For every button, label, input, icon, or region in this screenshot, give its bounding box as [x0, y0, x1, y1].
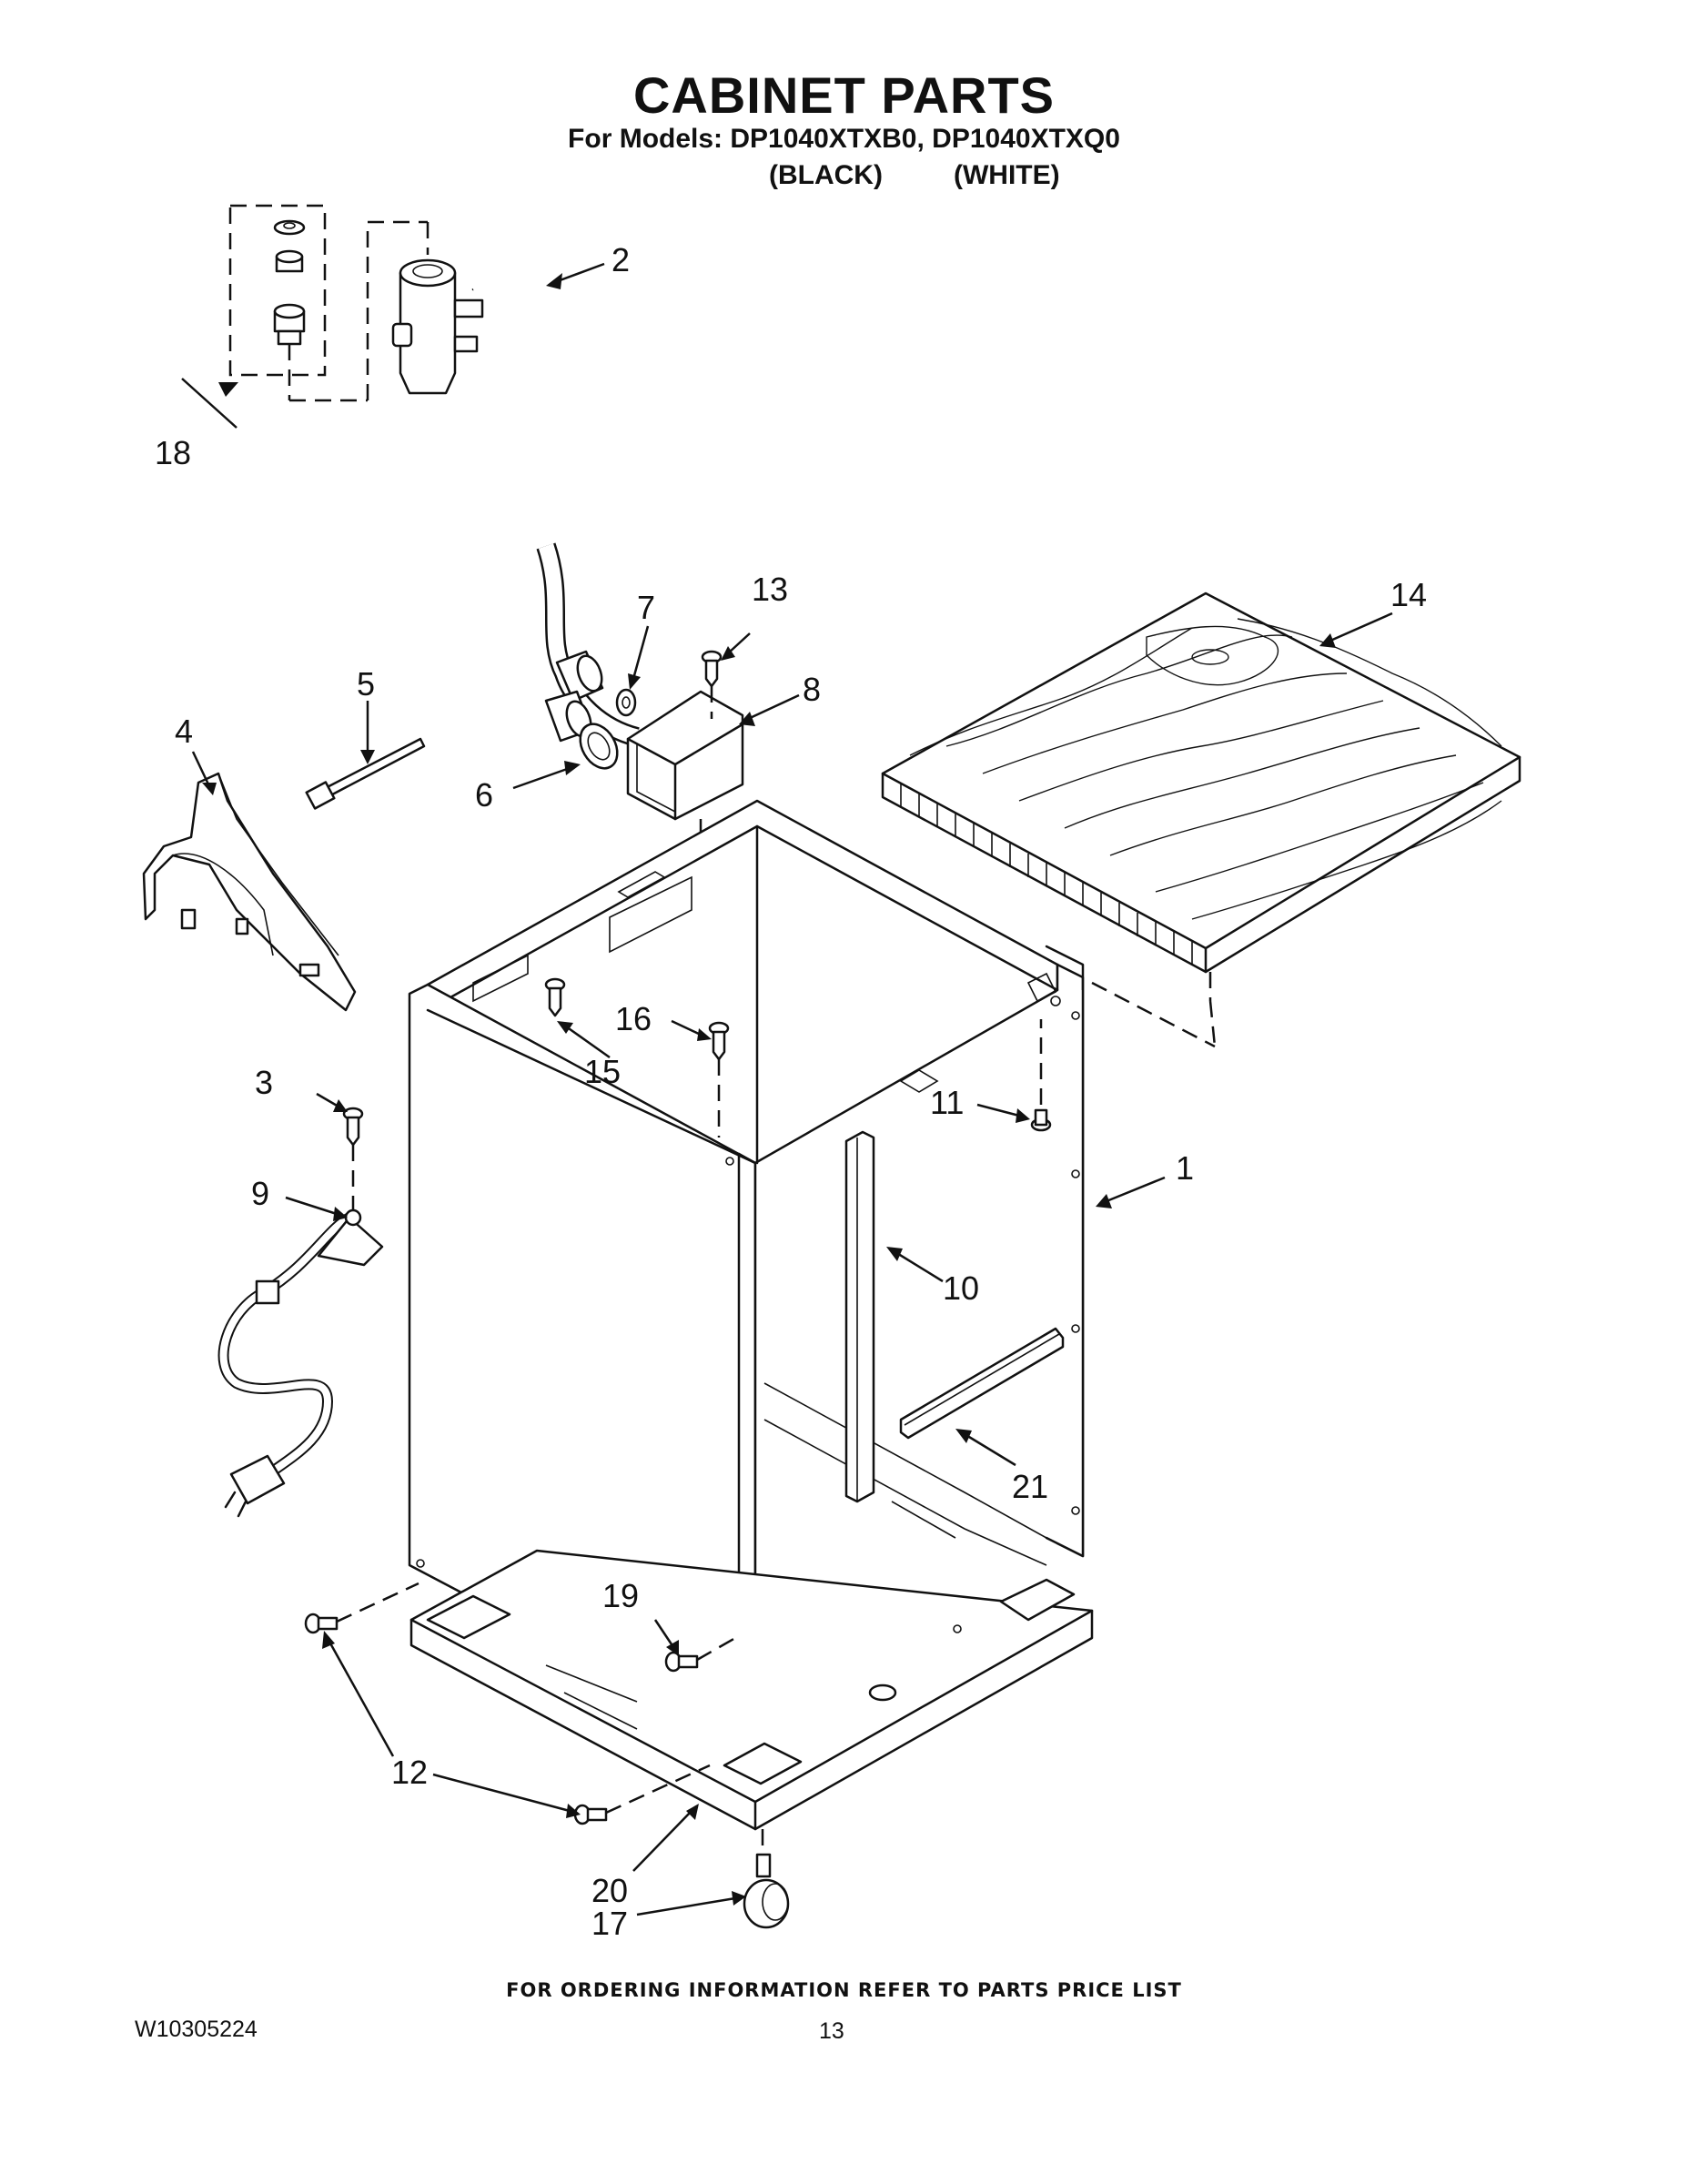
- cable-tie-part-5: [305, 737, 426, 810]
- grommet-kit-part-18: [228, 204, 430, 402]
- cabinet-part-1: [408, 799, 1085, 1749]
- power-cord-part-9: [217, 1208, 384, 1518]
- screw-part-12-upper: [304, 1582, 419, 1634]
- ordering-note: FOR ORDERING INFORMATION REFER TO PARTS …: [506, 1979, 1182, 2001]
- bracket-part-4: [142, 772, 357, 1012]
- callout-numbers: 1 2 3 4 5 6 7 8 9 10 11 12 13 14 15 16 1…: [155, 241, 1427, 1942]
- wood-top-part-14: [881, 592, 1521, 1048]
- callout-4: 4: [175, 713, 193, 750]
- callout-2: 2: [612, 241, 630, 278]
- callout-9: 9: [251, 1175, 269, 1212]
- callout-7: 7: [637, 589, 655, 626]
- screw-part-15: [544, 977, 566, 1017]
- base-part-20: [409, 1549, 1094, 1856]
- callout-17: 17: [591, 1905, 628, 1942]
- drain-hose-part-2: [220, 249, 641, 747]
- page-title: CABINET PARTS: [632, 66, 1056, 124]
- channel-part-10: [844, 1130, 875, 1503]
- leader-arrows: [181, 262, 1393, 1916]
- caster-part-17: [743, 1853, 790, 1929]
- callout-1: 1: [1176, 1149, 1194, 1187]
- callout-14: 14: [1390, 576, 1427, 613]
- models-subtitle: For Models: DP1040XTXB0, DP1040XTXQ0: [568, 124, 1120, 154]
- callout-5: 5: [357, 665, 375, 703]
- callout-13: 13: [752, 571, 788, 608]
- page-number: 13: [819, 2018, 844, 2044]
- callout-15: 15: [584, 1053, 621, 1090]
- callout-18: 18: [155, 434, 191, 471]
- callout-11: 11: [930, 1084, 964, 1121]
- callout-6: 6: [475, 776, 493, 814]
- screw-part-16: [708, 1021, 730, 1138]
- callout-16: 16: [615, 1000, 652, 1037]
- callout-3: 3: [255, 1064, 273, 1101]
- screw-part-13: [701, 650, 723, 719]
- color-label-white: (WHITE): [954, 160, 1060, 190]
- screw-part-3: [342, 1107, 364, 1210]
- callout-19: 19: [602, 1577, 639, 1614]
- screw-part-19: [664, 1636, 736, 1673]
- color-label-black: (BLACK): [769, 160, 883, 190]
- callout-20: 20: [591, 1872, 628, 1909]
- screw-part-11: [1030, 1019, 1052, 1132]
- bracket-part-21: [899, 1327, 1065, 1440]
- callout-8: 8: [803, 671, 821, 708]
- callout-21: 21: [1012, 1468, 1048, 1505]
- callout-12: 12: [391, 1754, 428, 1791]
- callout-10: 10: [943, 1269, 979, 1307]
- washer-part-7: [615, 688, 637, 717]
- drain-bracket-part-8: [626, 690, 744, 855]
- screw-part-12-lower: [573, 1764, 711, 1825]
- hose-clamp-part-6: [579, 723, 619, 770]
- document-number: W10305224: [135, 2017, 258, 2042]
